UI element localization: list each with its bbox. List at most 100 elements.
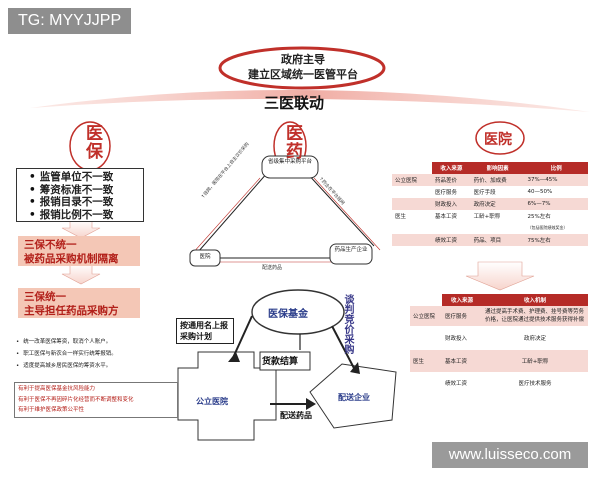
yibao-benefit-note: 有利于提高医保基金抗风险能力 <box>18 386 96 392</box>
table-row: 财政投入 政府决定 6%—7% <box>392 198 588 210</box>
top-arc <box>30 89 590 112</box>
yibao-issue: 筹资标准不一致 <box>29 184 143 197</box>
table-cell: 政府决定 <box>523 336 546 342</box>
yiyuan-ellipse <box>475 121 525 155</box>
table-cell: 工龄+职称 <box>521 359 549 365</box>
table-cell: 75%左右 <box>527 238 551 244</box>
table2-header: 收入来源 <box>442 294 482 306</box>
table-cell: 财政投入 <box>435 202 458 208</box>
table-cell <box>410 372 442 394</box>
pillar-yiyao-title: 医药 <box>282 124 302 160</box>
procurement-triangle <box>189 155 381 267</box>
table-cell: 医生 <box>395 214 407 220</box>
table-cell: 基本工资 <box>445 359 468 365</box>
yibao-reform-list: 统一改革医保筹资，取消个人账户。 职工医保与新农合一样实行统筹报销。 适度提高城… <box>16 336 176 372</box>
table-cell <box>392 222 432 234</box>
enterprise-flow-label: 配送企业 <box>338 393 370 402</box>
table-cell: 通过提高手术费、护理费、挂号费等劳务价格，让医院通过提供技术服务获得补偿 <box>485 309 585 323</box>
yibao-benefit-note: 有利于维护医保政策公平性 <box>18 407 85 413</box>
table-cell: 工龄+职称 <box>473 214 501 220</box>
table-cell: （包括医院绩效奖金） <box>527 225 568 230</box>
yibao-reform-item: 适度提高城乡居民医保的筹资水平。 <box>16 360 176 372</box>
table-cell: 政府决定 <box>473 202 496 208</box>
table-cell <box>471 222 525 234</box>
yibao-status-box-1: 三保不统一 被药品采购机制隔离 <box>18 236 140 266</box>
yibao-issues-box: 监管单位不一致 筹资标准不一致 报销目录不一致 报销比例不一致 <box>16 168 144 222</box>
triangle-node-platform: 省级集中采购平台 <box>267 159 312 165</box>
center-ellipse <box>218 46 386 90</box>
table-row: 公立医院 药品差价 药价、加成费 37%—45% <box>392 174 588 186</box>
table-cell <box>392 234 432 246</box>
table-cell: 绩效工资 <box>435 238 458 244</box>
table-row: 绩效工资 医疗技术服务 <box>410 372 588 394</box>
table-cell: 财政投入 <box>445 336 468 342</box>
table-cell: 6%—7% <box>527 201 551 207</box>
table-cell <box>392 198 432 210</box>
table-row: 医生 基本工资 工龄+职称 25%左右 <box>392 210 588 222</box>
yibao-status-2-line1: 三保统一 <box>24 291 66 303</box>
settlement-label: 货款结算 <box>262 357 299 367</box>
table-cell: 公立医院 <box>395 178 418 184</box>
table-row: 财政投入 政府决定 <box>410 326 588 350</box>
yibao-reform-item: 统一改革医保筹资，取消个人账户。 <box>16 336 176 348</box>
sanyi-liandong-heading: 三医联动 <box>264 94 325 112</box>
table-cell: 40—50% <box>527 189 553 195</box>
purchase-plan-box: 按通用名上报采购计划 <box>176 318 234 344</box>
table-cell: 医疗服务 <box>445 314 468 320</box>
table-row: （包括医院绩效奖金） <box>392 222 588 234</box>
yibao-issue: 监管单位不一致 <box>29 171 143 184</box>
yibao-status-2-line2: 主导担任药品采购方 <box>24 305 119 317</box>
arrow-down-2 <box>61 263 101 285</box>
table1-header: 比例 <box>524 162 588 174</box>
center-title-line2: 建立区域统一医管平台 <box>248 68 358 81</box>
table-row: 医疗服务 医疗手段 40—50% <box>392 186 588 198</box>
table-cell <box>410 326 442 350</box>
yibao-issue: 报销目录不一致 <box>29 196 143 209</box>
table-cell <box>432 222 471 234</box>
triangle-node-pharma: 药品生产企业 <box>334 247 368 253</box>
arrow-down-3 <box>465 261 535 291</box>
table-row: 绩效工资 药品、项目 75%左右 <box>392 234 588 246</box>
hospital-flow-label: 公立医院 <box>196 397 228 406</box>
triangle-bottom-edge-label: 配送药品 <box>262 265 283 271</box>
watermark-top-left: TG: MYYJJPP <box>8 8 132 34</box>
center-title-line1: 政府主导 <box>281 53 325 66</box>
table1-header: 影响因素 <box>470 162 525 174</box>
yibao-issue: 报销比例不一致 <box>29 209 143 222</box>
yibao-status-1-line2: 被药品采购机制隔离 <box>24 253 119 265</box>
table-cell: 基本工资 <box>435 214 458 220</box>
table-cell: 药品、项目 <box>473 238 502 244</box>
table-cell: 医疗技术服务 <box>518 381 552 387</box>
triangle-node-hospital: 医院 <box>199 254 211 260</box>
table-cell <box>392 186 432 198</box>
flow-diagram <box>177 289 397 441</box>
hospital-mechanism-table: 收入来源 收入机制 公立医院 医疗服务 通过提高手术费、护理费、挂号费等劳务价格… <box>410 294 588 394</box>
yibao-benefit-notes: 有利于提高医保基金抗风险能力 有利于医保不再因碎片化经营而不断调整和变化 有利于… <box>14 382 178 418</box>
table-cell: 药品差价 <box>435 178 458 184</box>
table-cell: 公立医院 <box>413 314 436 320</box>
center-title: 政府主导 建立区域统一医管平台 <box>228 52 378 82</box>
yibao-status-box-2: 三保统一 主导担任药品采购方 <box>18 288 140 318</box>
table-row: 医生 基本工资 工龄+职称 <box>410 350 588 372</box>
table-cell: 绩效工资 <box>445 381 468 387</box>
yibao-reform-item: 职工医保与新农合一样实行统筹报销。 <box>16 348 176 360</box>
watermark-bottom-right: www.luisseco.com <box>432 442 588 468</box>
deliver-flow-label: 配送药品 <box>280 411 312 420</box>
table-row: 公立医院 医疗服务 通过提高手术费、护理费、挂号费等劳务价格，让医院通过提供技术… <box>410 306 588 326</box>
bargain-label: 谈判竞价采购 <box>342 294 353 354</box>
yibao-benefit-note: 有利于医保不再因碎片化经营而不断调整和变化 <box>18 396 134 403</box>
hospital-income-table: 收入来源 影响因素 比例 公立医院 药品差价 药价、加成费 37%—45% 医疗… <box>392 162 588 246</box>
table-cell: 37%—45% <box>527 177 558 183</box>
yibao-status-1-line1: 三保不统一 <box>24 239 77 251</box>
table-cell: 医疗服务 <box>435 190 458 196</box>
pillar-yiyuan-title: 医院 <box>484 132 512 148</box>
table-cell: 药价、加成费 <box>473 178 507 184</box>
table2-header: 收入机制 <box>482 294 588 306</box>
fund-label: 医保基金 <box>268 309 308 320</box>
table-cell: 25%左右 <box>527 214 551 220</box>
table1-header: 收入来源 <box>432 162 471 174</box>
pillar-yibao-title: 医保 <box>82 124 102 160</box>
table-cell: 医疗手段 <box>473 190 496 196</box>
table-cell: 医生 <box>413 359 425 365</box>
